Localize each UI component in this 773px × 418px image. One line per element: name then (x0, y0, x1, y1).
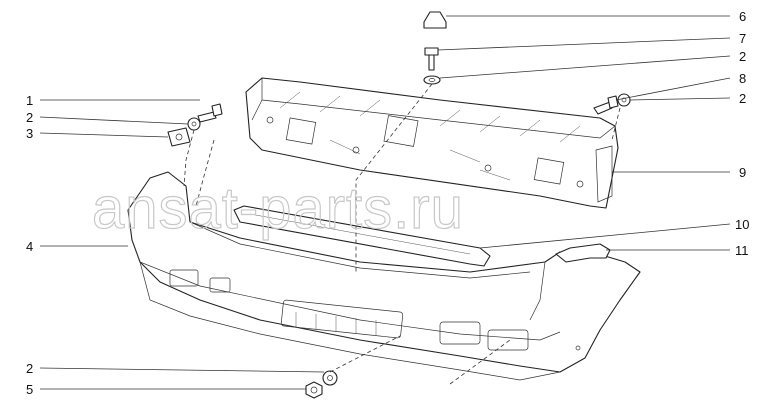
bolt-7 (424, 47, 439, 71)
callout-4: 4 (26, 239, 33, 254)
callout-8: 8 (739, 71, 746, 86)
callout-2-top: 2 (739, 49, 746, 64)
callout-2-right: 2 (739, 91, 746, 106)
callout-2-left: 2 (26, 110, 33, 125)
leader-lines (39, 15, 731, 390)
bumper-cover (127, 171, 641, 381)
washer-right (617, 93, 631, 107)
clip-3 (167, 127, 191, 147)
callout-3: 3 (26, 126, 33, 141)
washer-left (187, 117, 201, 131)
bumper-reinforcement-beam (245, 77, 619, 209)
callout-2-bottom: 2 (26, 361, 33, 376)
callout-9: 9 (739, 165, 746, 180)
callout-10: 10 (735, 217, 749, 232)
side-trim (555, 243, 611, 263)
fastener-cap-6 (423, 11, 447, 29)
callout-6: 6 (739, 9, 746, 24)
washer-bottom (322, 370, 338, 386)
mounting-strip (233, 205, 491, 267)
callout-5: 5 (26, 382, 33, 397)
watermark-text: ansat-parts.ru (92, 176, 464, 241)
callout-11: 11 (735, 243, 749, 258)
callout-7: 7 (739, 31, 746, 46)
bolt-8 (593, 95, 619, 115)
bolt-1 (197, 103, 223, 123)
nut-5 (305, 381, 323, 399)
callout-labels: 1 2 3 4 2 5 6 7 2 8 2 9 10 11 (26, 9, 749, 397)
assembly-lines (183, 83, 621, 385)
callout-1: 1 (26, 93, 33, 108)
washer-top (423, 75, 441, 85)
